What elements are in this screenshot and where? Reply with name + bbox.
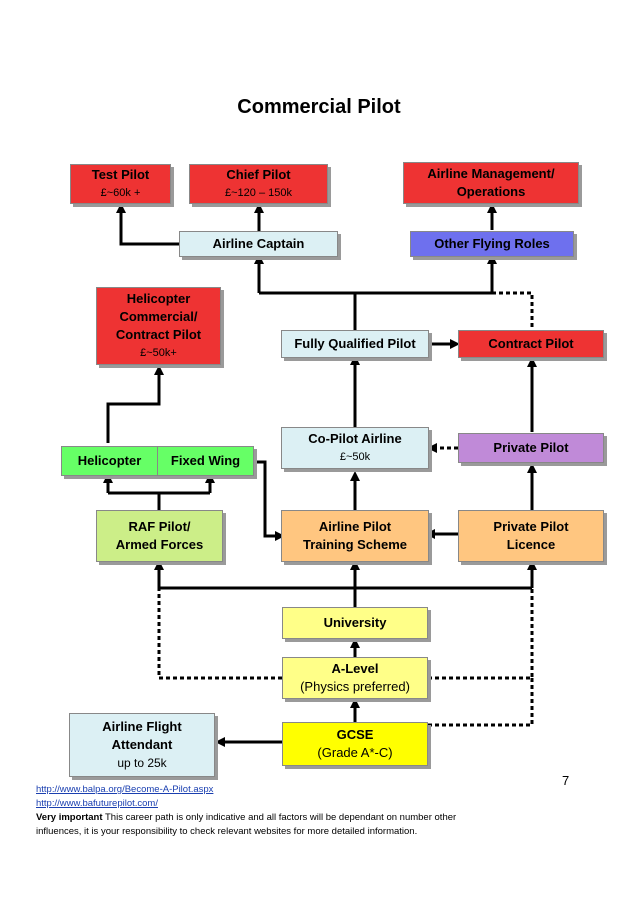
fixed-wing-label: Fixed Wing [157, 447, 253, 475]
helicopter-commercial-line2: Commercial/ [119, 309, 198, 324]
test-pilot-label: Test Pilot [91, 167, 150, 182]
arrow-heli-commercial [106, 365, 164, 443]
helicopter-commercial-box: Helicopter Commercial/ Contract Pilot £~… [96, 287, 221, 365]
private-pilot-licence-line1: Private Pilot [493, 519, 569, 534]
page-number: 7 [562, 773, 570, 788]
other-flying-roles-label: Other Flying Roles [434, 236, 550, 251]
chief-pilot-salary: £~120 – 150k [225, 187, 292, 199]
airline-pilot-training-line1: Airline Pilot [318, 519, 392, 534]
gcse-line1: GCSE [336, 727, 374, 742]
airline-flight-attendant-box: Airline Flight Attendant up to 25k [69, 713, 215, 777]
raf-pilot-box: RAF Pilot/ Armed Forces [96, 510, 223, 562]
private-pilot-label: Private Pilot [493, 440, 569, 455]
arrow-captain-test [116, 203, 180, 246]
other-flying-roles-box: Other Flying Roles [410, 231, 574, 257]
balpa-link[interactable]: http://www.balpa.org/Become-A-Pilot.aspx [36, 784, 214, 795]
private-pilot-box: Private Pilot [458, 433, 604, 463]
chief-pilot-label: Chief Pilot [226, 167, 291, 182]
disclaimer-text: This career path is only indicative and … [102, 812, 457, 823]
airline-flight-attendant-salary: up to 25k [117, 756, 167, 770]
chief-pilot-box: Chief Pilot £~120 – 150k [189, 164, 328, 204]
co-pilot-airline-label: Co-Pilot Airline [308, 431, 402, 446]
a-level-box: A-Level (Physics preferred) [282, 657, 428, 699]
footer: http://www.balpa.org/Become-A-Pilot.aspx… [36, 783, 456, 839]
private-pilot-licence-box: Private Pilot Licence [458, 510, 604, 562]
disclaimer-bold: Very important [36, 812, 103, 823]
gcse-line2: (Grade A*-C) [317, 745, 393, 760]
private-pilot-licence-line2: Licence [506, 537, 556, 552]
airline-management-box: Airline Management/ Operations [403, 162, 579, 204]
raf-pilot-line2: Armed Forces [115, 537, 204, 552]
disclaimer-line2: influences, it is your responsibility to… [36, 826, 418, 837]
dotted-gcse-right [428, 678, 534, 727]
airline-management-line2: Operations [456, 184, 526, 199]
fully-qualified-pilot-box: Fully Qualified Pilot [281, 330, 429, 358]
test-pilot-box: Test Pilot £~60k + [70, 164, 171, 204]
arrow-fixed-training [255, 460, 285, 541]
dotted-contract-hub [492, 291, 534, 328]
co-pilot-airline-box: Co-Pilot Airline £~50k [281, 427, 429, 469]
airline-pilot-training-box: Airline Pilot Training Scheme [281, 510, 429, 562]
page-title: Commercial Pilot [237, 96, 401, 118]
dotted-alevel-right [428, 588, 534, 680]
test-pilot-salary: £~60k + [100, 187, 141, 199]
airline-captain-label: Airline Captain [212, 236, 305, 251]
airline-management-line1: Airline Management/ [427, 166, 555, 181]
airline-pilot-training-line2: Training Scheme [302, 537, 408, 552]
fully-qualified-pilot-label: Fully Qualified Pilot [294, 336, 416, 351]
helicopter-fixed-wing-box: Helicopter Fixed Wing [61, 446, 254, 476]
disclaimer-line1: Very important This career path is only … [36, 811, 456, 825]
university-box: University [282, 607, 428, 639]
airline-flight-attendant-line1: Airline Flight [102, 719, 182, 734]
university-label: University [323, 615, 387, 630]
dotted-alevel-left [157, 588, 282, 680]
helicopter-label: Helicopter [77, 453, 142, 468]
a-level-line1: A-Level [331, 661, 379, 676]
helicopter-commercial-line3: Contract Pilot [115, 327, 202, 342]
helicopter-commercial-line1: Helicopter [126, 291, 191, 306]
bafuturepilot-link[interactable]: http://www.bafuturepilot.com/ [36, 798, 158, 809]
helicopter-commercial-salary: £~50k+ [140, 347, 177, 359]
contract-pilot-box: Contract Pilot [458, 330, 604, 358]
a-level-line2: (Physics preferred) [300, 679, 410, 694]
gcse-box: GCSE (Grade A*-C) [282, 722, 428, 766]
raf-pilot-line1: RAF Pilot/ [128, 519, 191, 534]
co-pilot-airline-salary: £~50k [339, 451, 371, 463]
airline-captain-box: Airline Captain [179, 231, 338, 257]
contract-pilot-label: Contract Pilot [488, 336, 574, 351]
airline-flight-attendant-line2: Attendant [111, 737, 173, 752]
